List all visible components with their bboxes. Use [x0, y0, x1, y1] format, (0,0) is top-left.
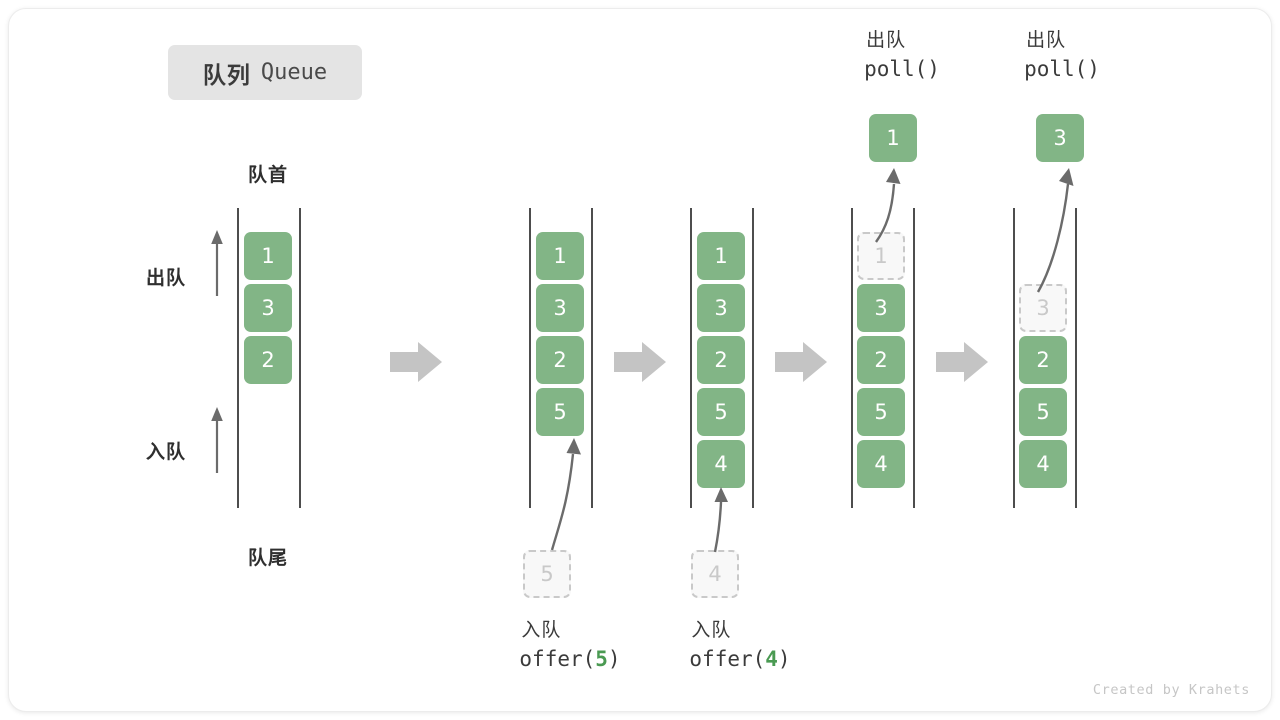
rail-left — [851, 208, 853, 508]
queue-cell: 5 — [1019, 388, 1067, 436]
rail-right — [752, 208, 754, 508]
queue-cell: 2 — [244, 336, 292, 384]
flow-arrow-icon — [390, 342, 442, 382]
polled-cell: 3 — [1036, 114, 1084, 162]
queue-cell: 2 — [1019, 336, 1067, 384]
polled-cell: 1 — [869, 114, 917, 162]
label-queue-rear: 队尾 — [247, 548, 289, 569]
dequeue-motion-arrow — [875, 168, 901, 243]
rail-right — [299, 208, 301, 508]
queue-cell: 3 — [244, 284, 292, 332]
stage-caption-offer-4: 入队 offer(4) — [689, 620, 791, 671]
rail-right — [1075, 208, 1077, 508]
enqueue-motion-arrow — [550, 438, 581, 551]
rail-right — [913, 208, 915, 508]
queue-cell: 3 — [536, 284, 584, 332]
stage-caption-poll-3: 出队 poll() — [1024, 30, 1100, 81]
title-badge: 队列 Queue — [168, 45, 362, 100]
queue-cell: 2 — [536, 336, 584, 384]
queue-cell: 4 — [1019, 440, 1067, 488]
queue-cell: 5 — [857, 388, 905, 436]
title-en: Queue — [260, 60, 328, 85]
queue-cell: 4 — [857, 440, 905, 488]
flow-arrow-icon — [614, 342, 666, 382]
rail-left — [690, 208, 692, 508]
flow-arrow-icon — [936, 342, 988, 382]
queue-cell: 2 — [697, 336, 745, 384]
rail-left — [237, 208, 239, 508]
incoming-ghost-cell: 5 — [523, 550, 571, 598]
dequeue-direction-arrow — [211, 230, 223, 296]
queue-cell: 1 — [697, 232, 745, 280]
flow-arrow-icon — [775, 342, 827, 382]
title-cn: 队列 — [202, 61, 251, 88]
queue-cell: 3 — [697, 284, 745, 332]
label-queue-front: 队首 — [247, 165, 289, 186]
queue-cell: 1 — [244, 232, 292, 280]
queue-cell: 5 — [536, 388, 584, 436]
queue-cell: 1 — [536, 232, 584, 280]
rail-right — [591, 208, 593, 508]
stage-caption-offer-5: 入队 offer(5) — [519, 620, 621, 671]
enqueue-motion-arrow — [713, 487, 728, 553]
enqueue-direction-arrow — [211, 407, 223, 473]
rail-left — [1013, 208, 1015, 508]
stage-caption-poll-1: 出队 poll() — [864, 30, 940, 81]
rail-left — [529, 208, 531, 508]
dequeue-motion-arrow — [1036, 168, 1074, 293]
label-enqueue: 入队 — [146, 442, 187, 463]
label-dequeue: 出队 — [146, 268, 187, 289]
queue-cell: 3 — [857, 284, 905, 332]
queue-cell: 5 — [697, 388, 745, 436]
watermark: Created by Krahets — [1092, 682, 1250, 698]
queue-cell: 4 — [697, 440, 745, 488]
queue-cell: 2 — [857, 336, 905, 384]
